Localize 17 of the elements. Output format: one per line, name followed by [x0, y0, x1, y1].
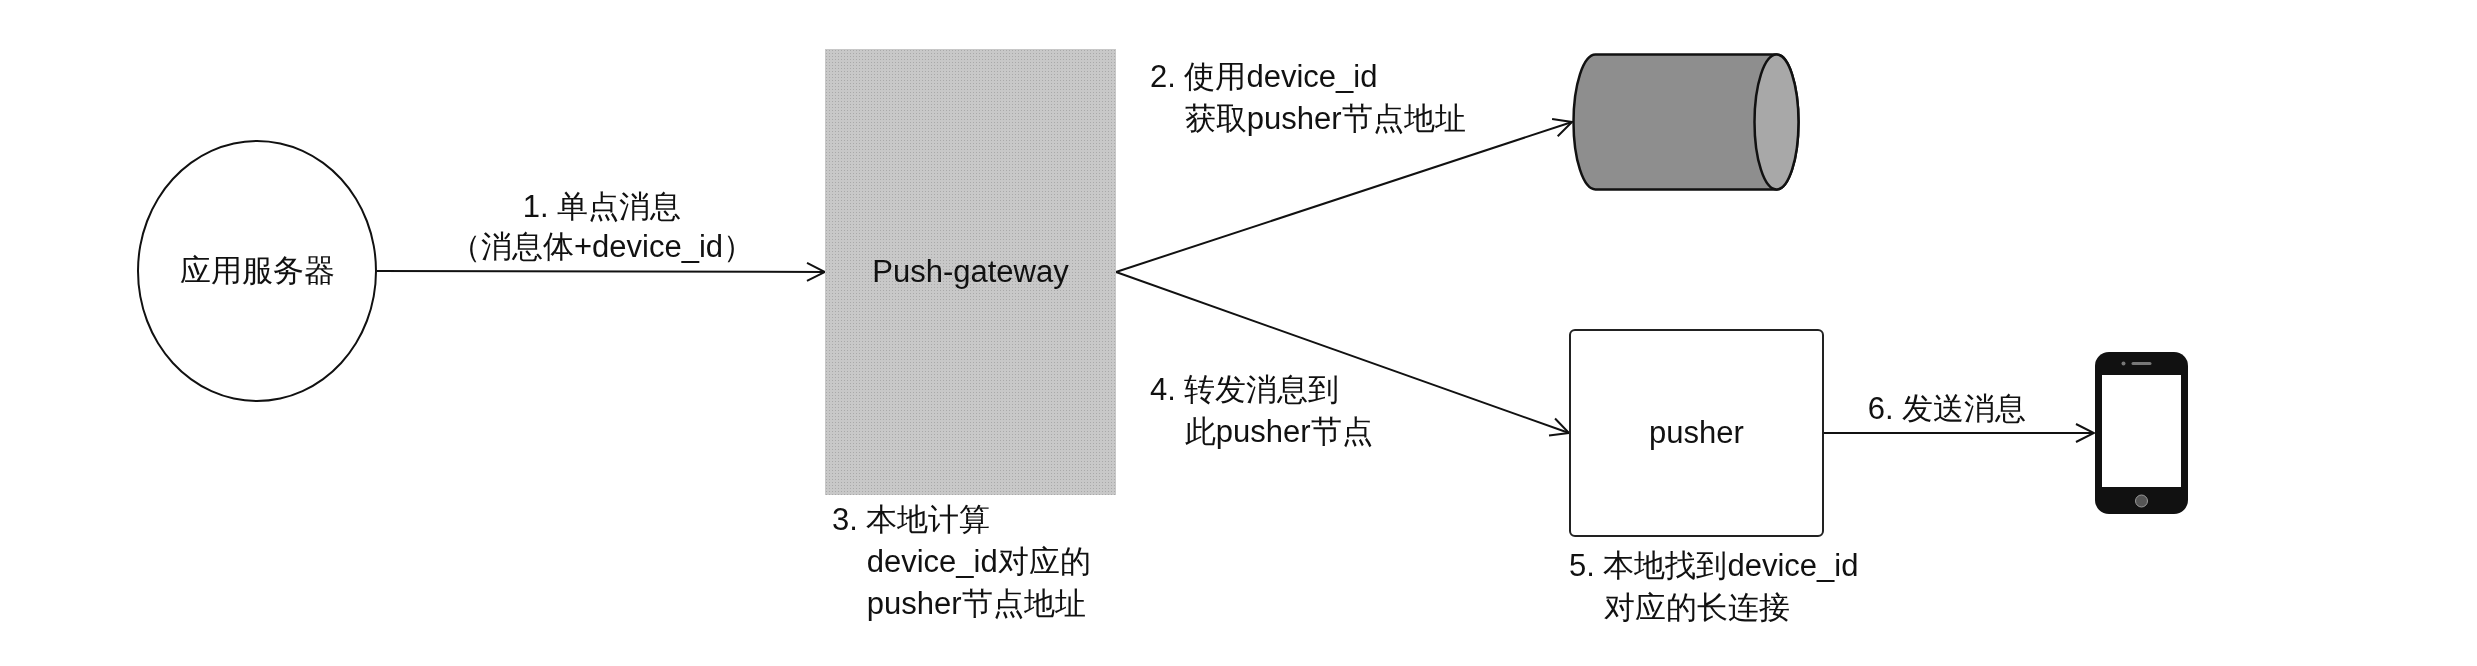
edge-label: 1. 单点消息（消息体+device_id）	[448, 188, 756, 266]
arrow	[1823, 423, 2095, 443]
node-label: Push-gateway	[872, 253, 1069, 291]
process-box	[1569, 329, 1824, 537]
arrow	[1115, 118, 1573, 273]
database-cylinder	[1572, 53, 1800, 191]
phone-icon	[2094, 351, 2189, 515]
arrow	[376, 261, 826, 282]
arrow	[1115, 271, 1570, 437]
edge-label: 4. 转发消息到此pusher节点	[1150, 371, 1374, 451]
step-note: 3. 本地计算device_id对应的pusher节点地址	[832, 501, 1092, 623]
edge-label: 6. 发送消息	[1866, 390, 2028, 428]
node-label: pusher	[1649, 414, 1744, 452]
edge-label: 2. 使用device_id获取pusher节点地址	[1150, 58, 1467, 138]
step-note: 5. 本地找到device_id对应的长连接	[1569, 547, 1860, 627]
node-label: 应用服务器	[179, 252, 335, 290]
process-box	[825, 49, 1116, 495]
